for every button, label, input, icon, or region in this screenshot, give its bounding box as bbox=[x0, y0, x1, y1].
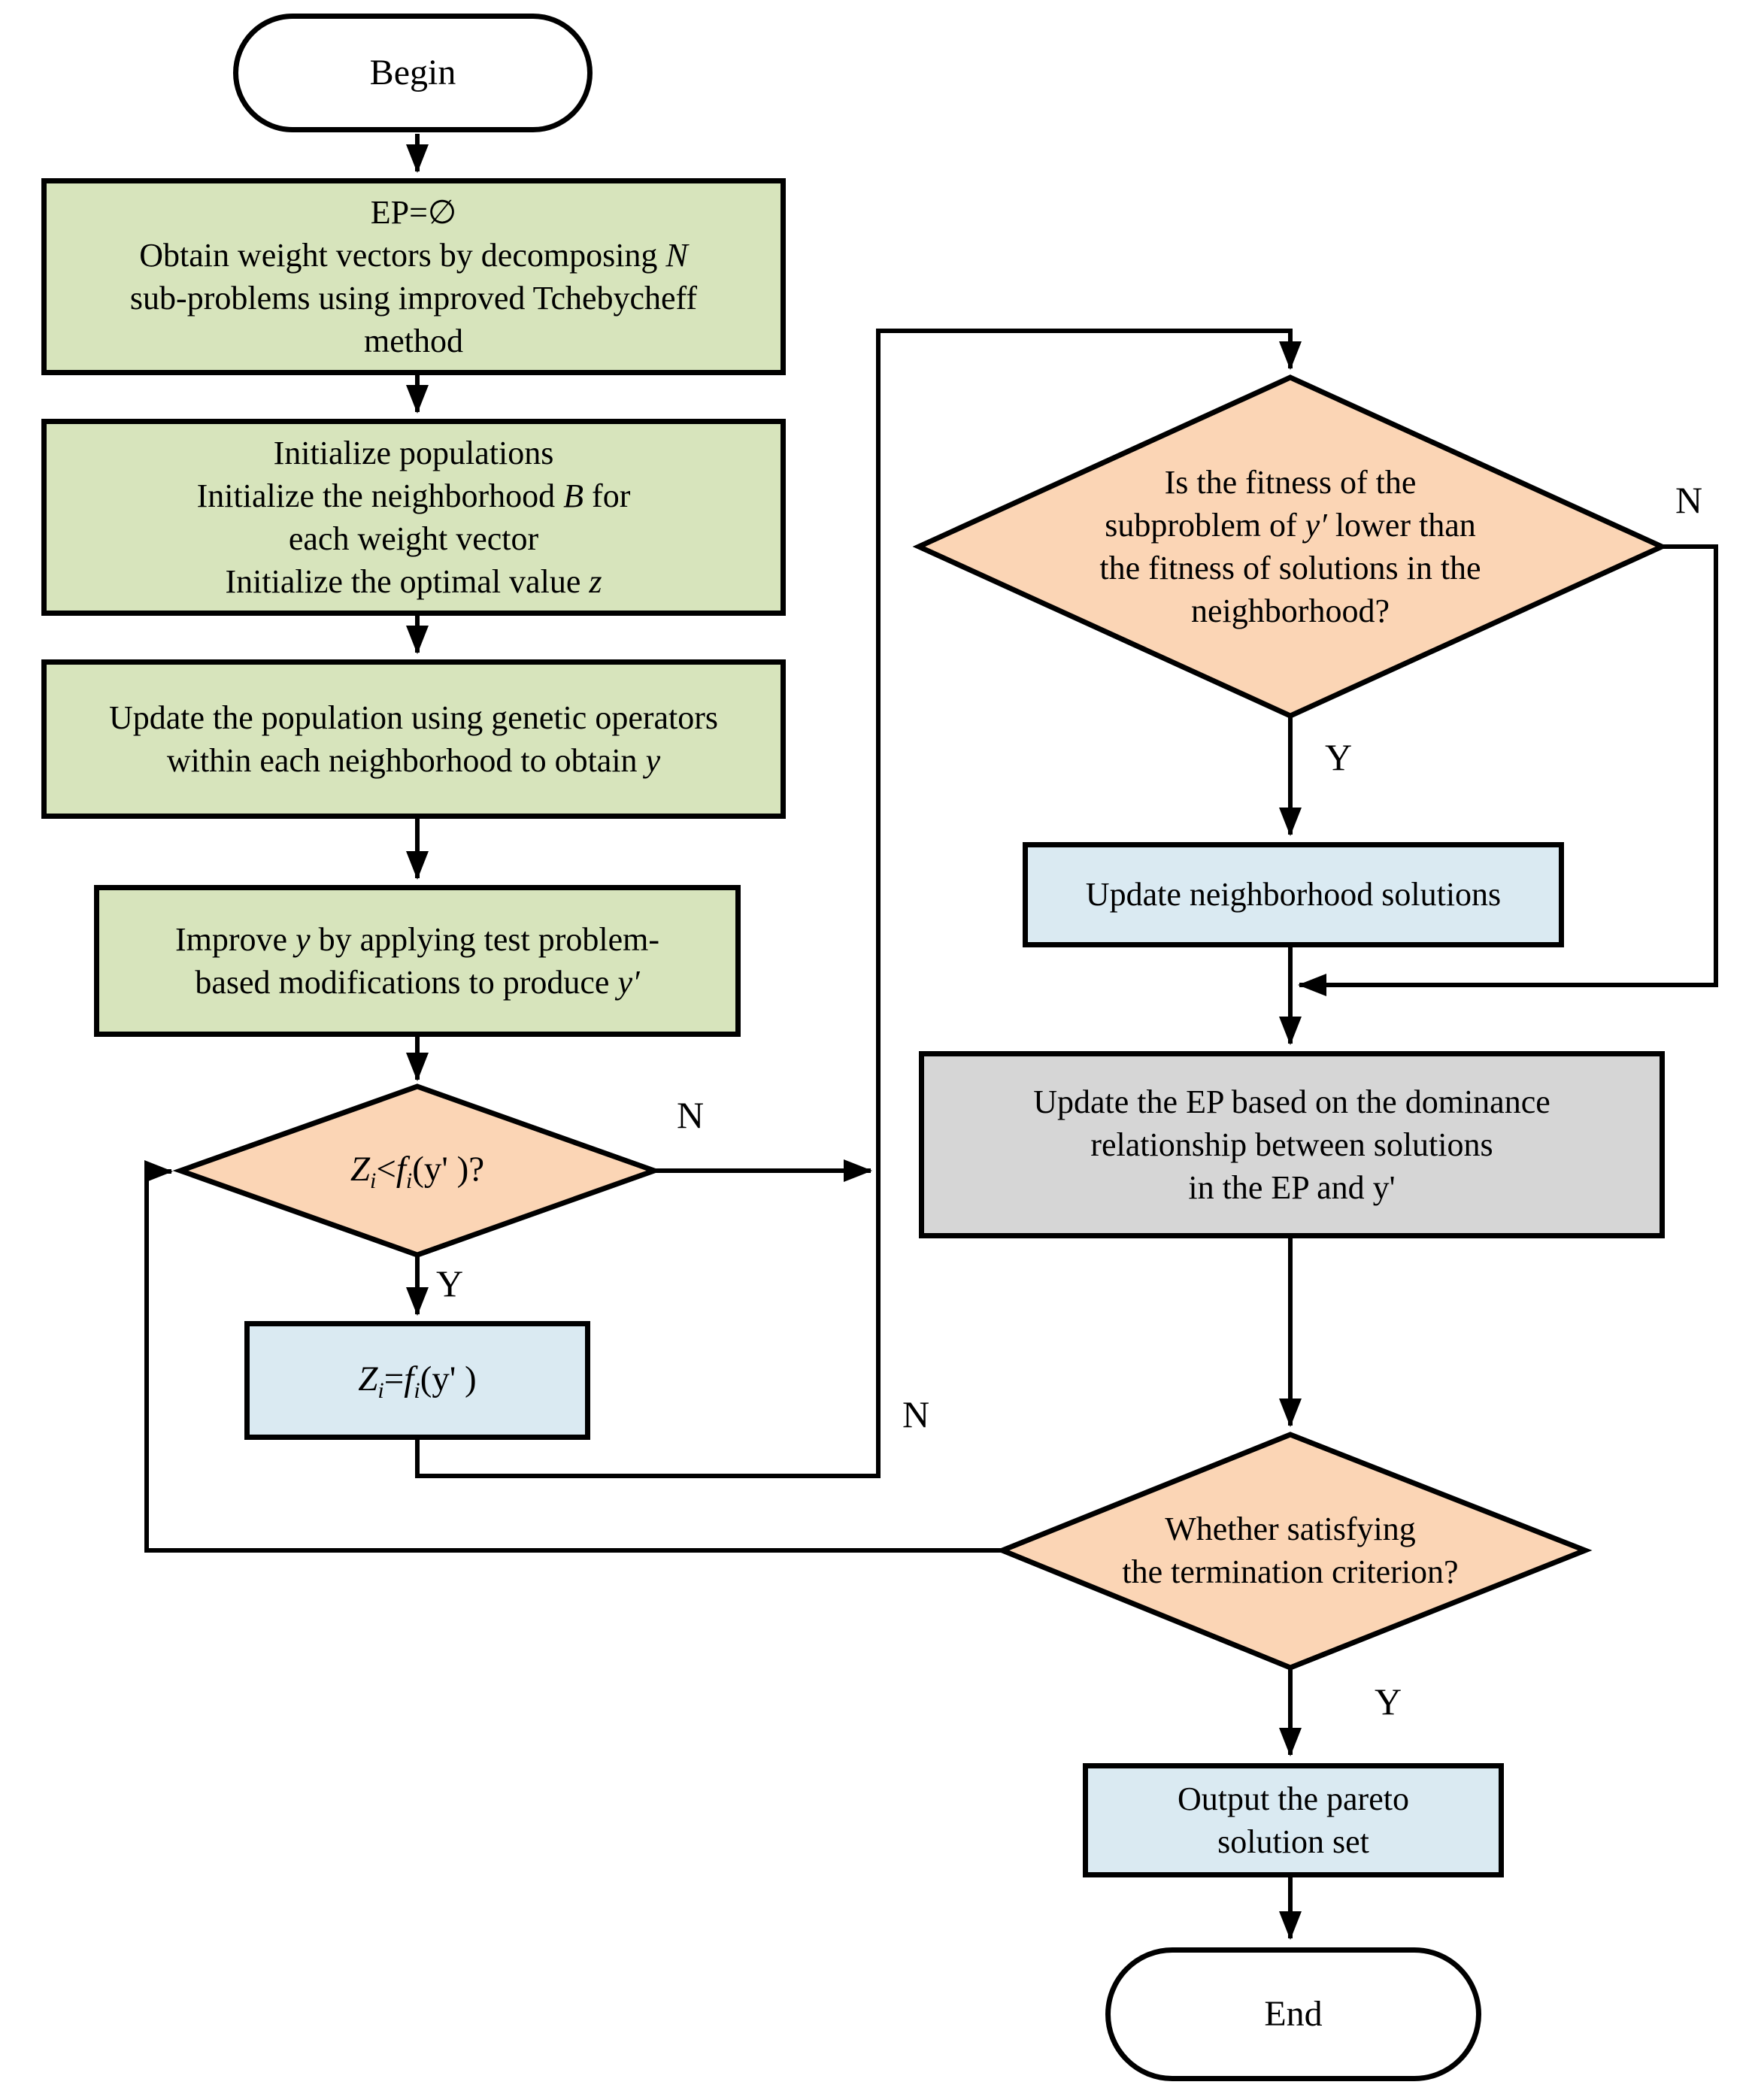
output-line1: Output the pareto bbox=[1178, 1777, 1409, 1820]
z-assign-formula: Zi=fi(y' ) bbox=[358, 1356, 476, 1405]
label-fitness-yes: Y bbox=[1325, 736, 1353, 778]
z-check-var1: Z bbox=[350, 1149, 370, 1189]
output-l1-text: Output the pareto bbox=[1178, 1780, 1409, 1817]
init-ep-l4-text: method bbox=[364, 323, 463, 360]
update-ep-line1: Update the EP based on the dominance bbox=[1033, 1080, 1550, 1123]
decision-termination-check-text: Whether satisfying the termination crite… bbox=[1053, 1490, 1528, 1611]
z-check-var2: f bbox=[396, 1149, 406, 1189]
fitness-l3-text: the fitness of solutions in the bbox=[1099, 550, 1481, 586]
z-check-sub2: i bbox=[405, 1168, 413, 1193]
init-ep-l1-text: EP=∅ bbox=[370, 193, 457, 231]
termination-line1: Whether satisfying bbox=[1165, 1508, 1416, 1550]
output-l2-text: solution set bbox=[1217, 1823, 1369, 1860]
init-ep-l2-var: N bbox=[665, 236, 688, 274]
end-label: End bbox=[1264, 1993, 1323, 2034]
decision-fitness-check-shape bbox=[912, 374, 1669, 719]
update-ep-l1-text: Update the EP based on the dominance bbox=[1033, 1083, 1550, 1120]
update-pop-l1-text: Update the population using genetic oper… bbox=[108, 698, 719, 736]
init-ep-line4: method bbox=[364, 320, 463, 362]
init-ep-line2: Obtain weight vectors by decomposing N bbox=[139, 234, 688, 277]
fitness-line4: neighborhood? bbox=[1191, 589, 1390, 632]
termination-l1-text: Whether satisfying bbox=[1165, 1510, 1416, 1547]
z-assign-op: = bbox=[383, 1359, 405, 1398]
init-ep-line3: sub-problems using improved Tchebycheff bbox=[130, 277, 697, 320]
process-output-pareto: Output the pareto solution set bbox=[1083, 1763, 1504, 1877]
init-pop-l2-post: for bbox=[584, 477, 631, 514]
update-ep-line3: in the EP and y' bbox=[1188, 1166, 1395, 1209]
init-pop-l4-pre: Initialize the optimal value bbox=[225, 563, 590, 601]
init-pop-l3-text: each weight vector bbox=[288, 520, 539, 557]
z-assign-var1: Z bbox=[358, 1359, 378, 1398]
update-pop-line1: Update the population using genetic oper… bbox=[109, 696, 718, 739]
decision-z-check-text: Zi<fi(y' )? bbox=[248, 1139, 587, 1202]
process-z-assign: Zi=fi(y' ) bbox=[244, 1321, 590, 1440]
z-assign-tail: (y' ) bbox=[420, 1359, 477, 1398]
z-assign-var2: f bbox=[404, 1359, 414, 1398]
process-init-ep: EP=∅ Obtain weight vectors by decomposin… bbox=[41, 178, 786, 375]
label-z-check-yes: Y bbox=[436, 1262, 464, 1305]
fitness-l2-var: y′ bbox=[1305, 506, 1327, 544]
improve-l2-var: y′ bbox=[617, 964, 640, 1001]
init-pop-line4: Initialize the optimal value z bbox=[226, 560, 602, 603]
update-pop-line2: within each neighborhood to obtain y bbox=[167, 739, 660, 782]
process-update-neighborhood: Update neighborhood solutions bbox=[1023, 842, 1564, 947]
improve-l1-var: y bbox=[296, 920, 311, 958]
begin-terminator: Begin bbox=[233, 14, 593, 132]
init-ep-line1: EP=∅ bbox=[371, 191, 457, 234]
process-init-populations: Initialize populations Initialize the ne… bbox=[41, 419, 786, 616]
edge-termination-no-loopback bbox=[144, 1160, 1002, 1553]
update-pop-l2-var: y bbox=[645, 742, 661, 779]
z-check-tail: (y' )? bbox=[412, 1149, 485, 1189]
fitness-line1: Is the fitness of the bbox=[1165, 461, 1417, 504]
process-improve-y: Improve y by applying test problem- base… bbox=[94, 885, 741, 1037]
label-fitness-no: N bbox=[1675, 479, 1703, 521]
update-ep-l3-text: in the EP and y' bbox=[1188, 1169, 1396, 1207]
init-pop-l2-pre: Initialize the neighborhood bbox=[196, 477, 564, 514]
decision-fitness-check-text: Is the fitness of the subproblem of y′ l… bbox=[970, 430, 1611, 663]
termination-line2: the termination criterion? bbox=[1122, 1550, 1458, 1593]
fitness-l2-post: lower than bbox=[1326, 506, 1476, 544]
init-pop-line2: Initialize the neighborhood B for bbox=[197, 474, 631, 517]
init-pop-line1: Initialize populations bbox=[274, 432, 554, 474]
init-ep-l2-pre: Obtain weight vectors by decomposing bbox=[139, 236, 666, 274]
label-z-check-no: N bbox=[677, 1094, 705, 1136]
update-ep-l2-text: relationship between solutions bbox=[1090, 1126, 1493, 1163]
fitness-line3: the fitness of solutions in the bbox=[1099, 547, 1481, 589]
label-termination-yes: Y bbox=[1375, 1680, 1402, 1723]
init-pop-l1-text: Initialize populations bbox=[273, 434, 554, 471]
begin-label: Begin bbox=[369, 52, 456, 92]
improve-line2: based modifications to produce y′ bbox=[195, 961, 639, 1004]
z-check-formula: Zi<fi(y' )? bbox=[350, 1147, 484, 1195]
z-assign-sub2: i bbox=[414, 1377, 420, 1403]
fitness-l1-text: Is the fitness of the bbox=[1164, 463, 1417, 501]
init-pop-l4-var: z bbox=[589, 563, 602, 601]
fitness-l4-text: neighborhood? bbox=[1191, 592, 1390, 630]
init-ep-l3-text: sub-problems using improved Tchebycheff bbox=[129, 280, 698, 317]
decision-termination-check-shape bbox=[995, 1432, 1593, 1671]
label-termination-no: N bbox=[902, 1393, 930, 1435]
z-check-op: < bbox=[376, 1149, 396, 1189]
z-check-sub1: i bbox=[369, 1168, 377, 1193]
improve-l1-post: by applying test problem- bbox=[310, 920, 659, 958]
update-neighborhood-label: Update neighborhood solutions bbox=[1085, 876, 1502, 914]
update-pop-l2-pre: within each neighborhood to obtain bbox=[166, 742, 646, 779]
improve-l2-pre: based modifications to produce bbox=[195, 964, 618, 1001]
init-pop-line3: each weight vector bbox=[289, 517, 538, 560]
process-update-population: Update the population using genetic oper… bbox=[41, 659, 786, 819]
edge-fitness-no-bypass bbox=[1298, 544, 1718, 996]
fitness-line2: subproblem of y′ lower than bbox=[1105, 504, 1476, 547]
termination-l2-text: the termination criterion? bbox=[1122, 1553, 1459, 1590]
z-assign-sub1: i bbox=[377, 1377, 384, 1403]
process-update-ep: Update the EP based on the dominance rel… bbox=[919, 1051, 1665, 1238]
edge-z-assign-to-fitness-check bbox=[415, 329, 1302, 1478]
end-terminator: End bbox=[1105, 1947, 1481, 2081]
improve-line1: Improve y by applying test problem- bbox=[175, 918, 659, 961]
init-pop-l2-var: B bbox=[563, 477, 584, 514]
improve-l1-pre: Improve bbox=[175, 920, 296, 958]
fitness-l2-pre: subproblem of bbox=[1105, 506, 1305, 544]
update-ep-line2: relationship between solutions bbox=[1090, 1123, 1493, 1166]
output-line2: solution set bbox=[1217, 1820, 1369, 1863]
decision-z-check-shape bbox=[172, 1083, 662, 1258]
